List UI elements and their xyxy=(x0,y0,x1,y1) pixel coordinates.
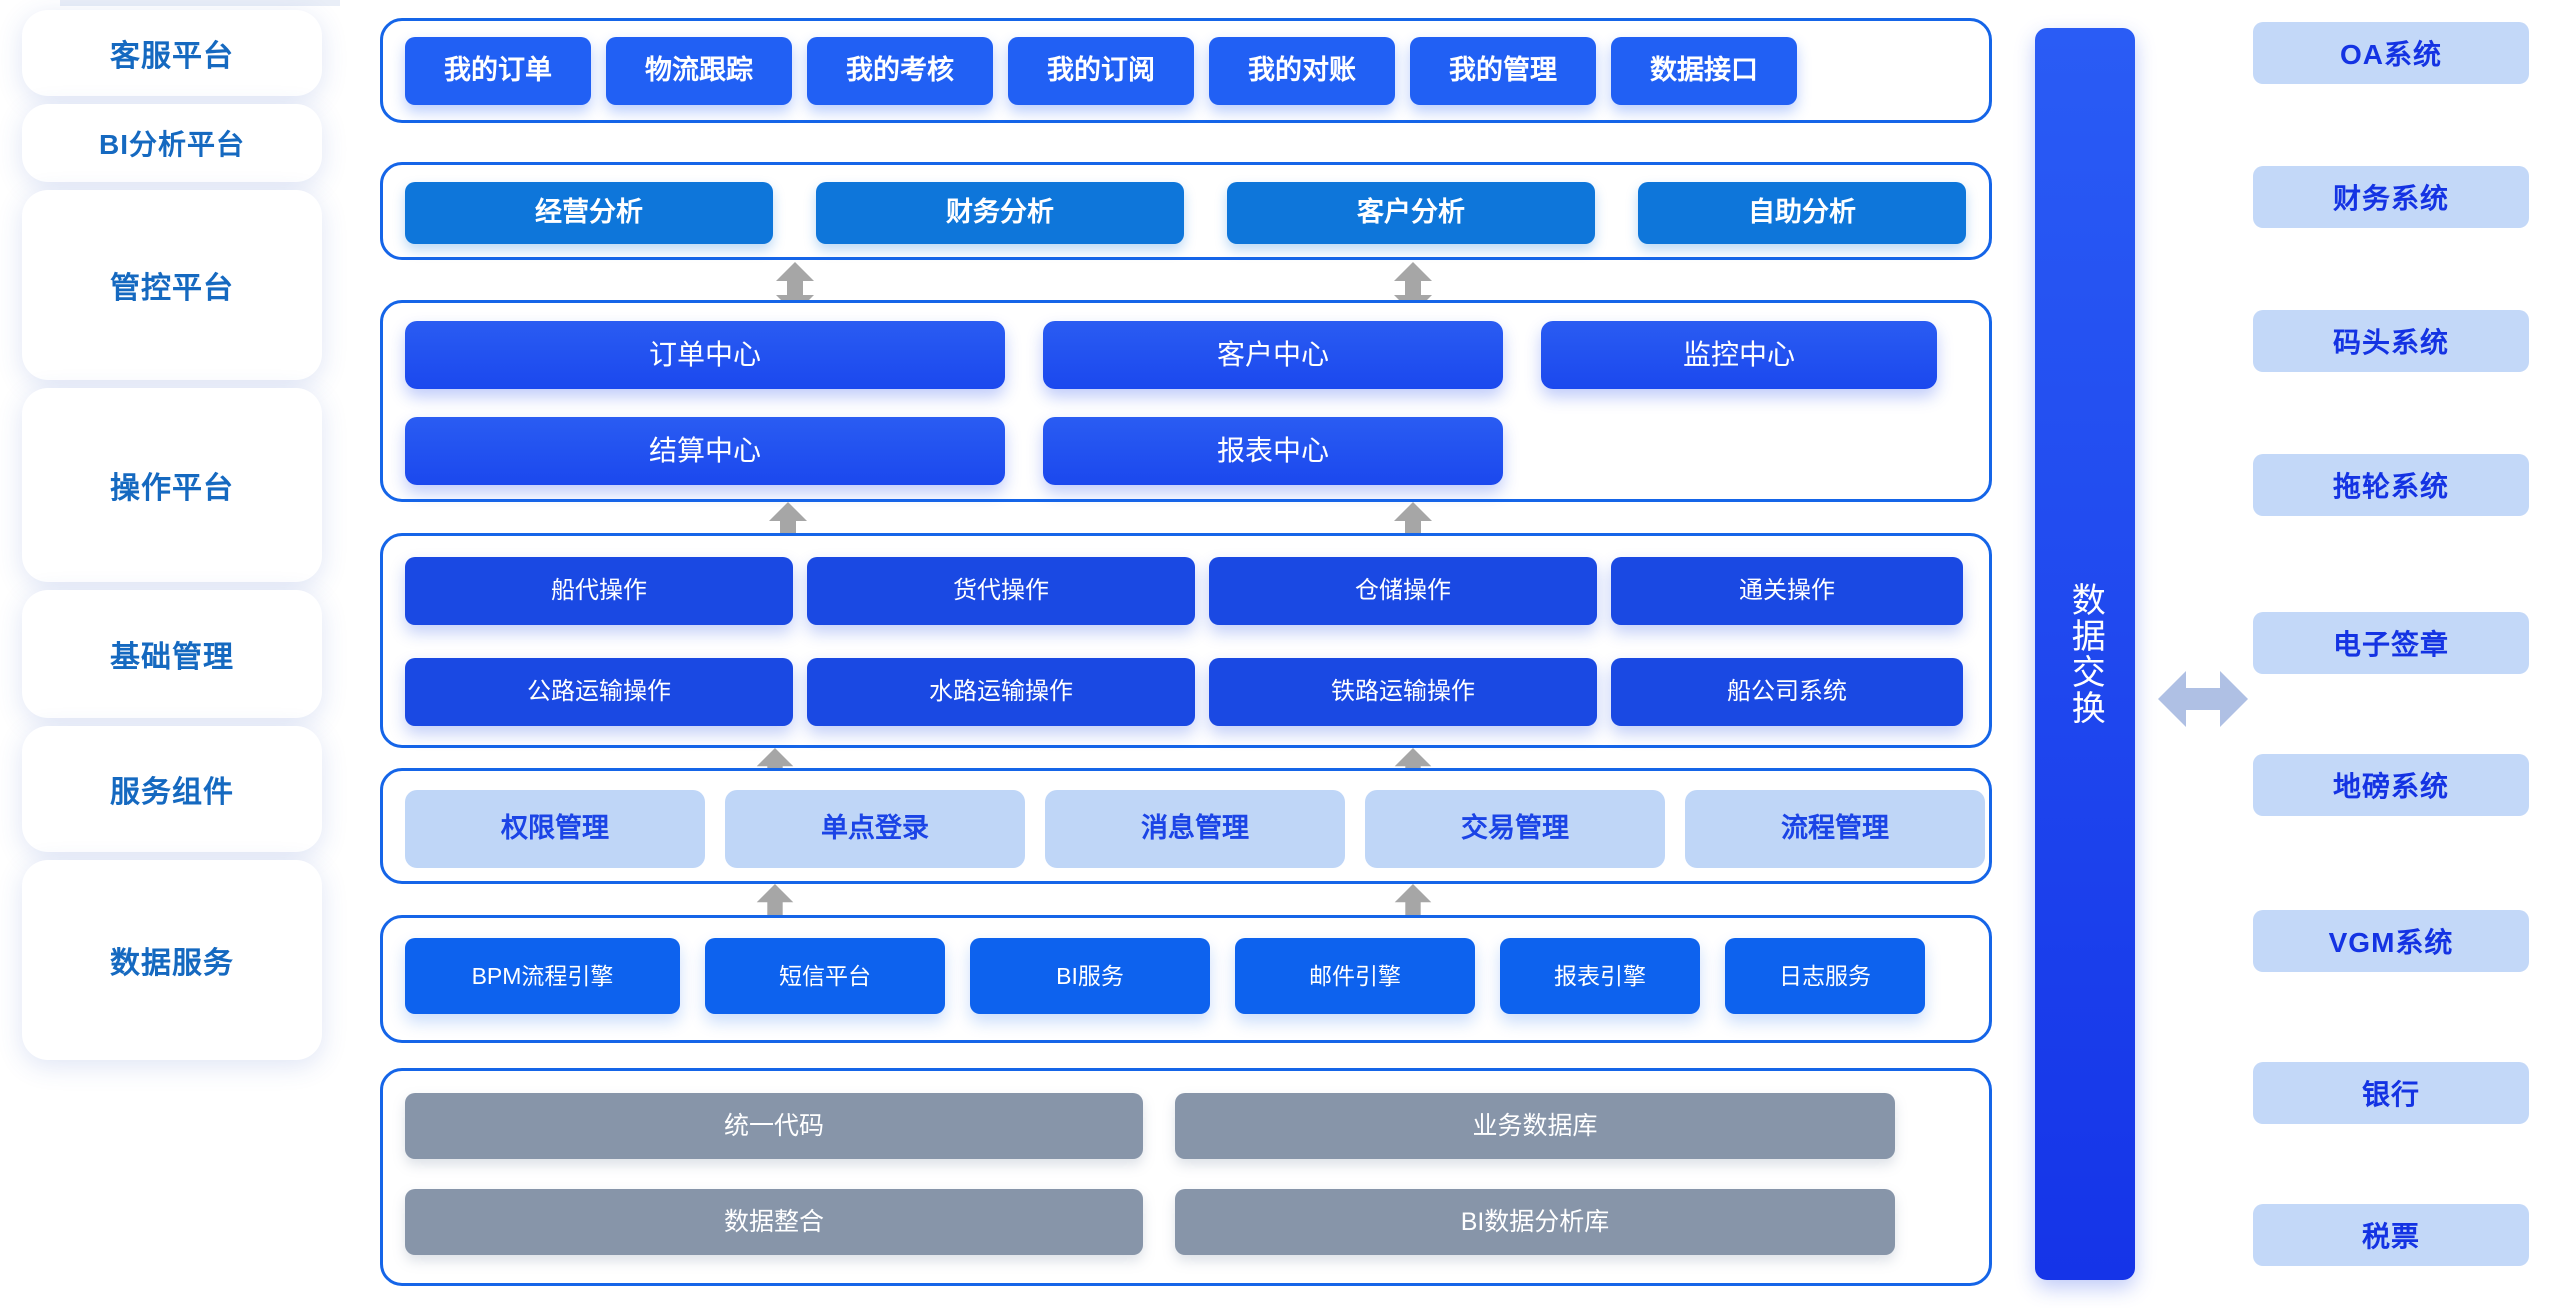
chip-report-center[interactable]: 报表中心 xyxy=(1043,417,1503,485)
chip-financial-analysis[interactable]: 财务分析 xyxy=(816,182,1184,244)
chip-bi-analysis-database[interactable]: BI数据分析库 xyxy=(1175,1189,1895,1255)
system-chip-bank[interactable]: 银行 xyxy=(2253,1062,2529,1124)
service-components-chip-row: BPM流程引擎 短信平台 BI服务 邮件引擎 报表引擎 日志服务 xyxy=(405,938,1925,1014)
layer-name-sidebar: 客服平台 BI分析平台 管控平台 操作平台 基础管理 服务组件 数据服务 xyxy=(22,0,352,1308)
chip-customer-center[interactable]: 客户中心 xyxy=(1043,321,1503,389)
sidebar-label: 管控平台 xyxy=(110,272,234,305)
chip-data-interface[interactable]: 数据接口 xyxy=(1611,37,1797,105)
chip-report-engine[interactable]: 报表引擎 xyxy=(1500,938,1700,1014)
bi-chip-row: 经营分析 财务分析 客户分析 自助分析 xyxy=(405,182,1966,244)
chip-business-database[interactable]: 业务数据库 xyxy=(1175,1093,1895,1159)
sidebar-item-customer-service[interactable]: 客服平台 xyxy=(22,10,322,96)
chip-my-assessment[interactable]: 我的考核 xyxy=(807,37,993,105)
panel-service-components: BPM流程引擎 短信平台 BI服务 邮件引擎 报表引擎 日志服务 xyxy=(380,915,1992,1043)
panel-customer-service: 我的订单 物流跟踪 我的考核 我的订阅 我的对账 我的管理 数据接口 xyxy=(380,18,1992,123)
system-chip-finance[interactable]: 财务系统 xyxy=(2253,166,2529,228)
data-services-chip-row-1: 统一代码 业务数据库 xyxy=(405,1093,1895,1159)
operation-chip-row-1: 船代操作 货代操作 仓储操作 通关操作 xyxy=(405,557,1963,625)
sidebar-label: 数据服务 xyxy=(110,947,234,980)
chip-message-management[interactable]: 消息管理 xyxy=(1045,790,1345,868)
sidebar-item-bi-platform[interactable]: BI分析平台 xyxy=(22,104,322,182)
chip-data-integration[interactable]: 数据整合 xyxy=(405,1189,1143,1255)
panel-control-platform: 订单中心 客户中心 监控中心 结算中心 报表中心 xyxy=(380,300,1992,502)
chip-permission-management[interactable]: 权限管理 xyxy=(405,790,705,868)
sidebar-label: 操作平台 xyxy=(110,472,234,505)
chip-customs-operation[interactable]: 通关操作 xyxy=(1611,557,1963,625)
chip-bpm-process-engine[interactable]: BPM流程引擎 xyxy=(405,938,680,1014)
system-chip-tax-invoice[interactable]: 税票 xyxy=(2253,1204,2529,1266)
sidebar-item-operation-platform[interactable]: 操作平台 xyxy=(22,388,322,582)
data-services-chip-row-2: 数据整合 BI数据分析库 xyxy=(405,1189,1895,1255)
sidebar-label: 基础管理 xyxy=(110,641,234,674)
operation-chip-row-2: 公路运输操作 水路运输操作 铁路运输操作 船公司系统 xyxy=(405,658,1963,726)
system-chip-oa[interactable]: OA系统 xyxy=(2253,22,2529,84)
system-chip-vgm[interactable]: VGM系统 xyxy=(2253,910,2529,972)
chip-my-management[interactable]: 我的管理 xyxy=(1410,37,1596,105)
chip-order-center[interactable]: 订单中心 xyxy=(405,321,1005,389)
data-exchange-bar[interactable]: 数据交换 xyxy=(2035,28,2135,1280)
chip-road-transport-operation[interactable]: 公路运输操作 xyxy=(405,658,793,726)
chip-sms-platform[interactable]: 短信平台 xyxy=(705,938,945,1014)
chip-my-subscription[interactable]: 我的订阅 xyxy=(1008,37,1194,105)
chip-warehouse-operation[interactable]: 仓储操作 xyxy=(1209,557,1597,625)
system-chip-e-signature[interactable]: 电子签章 xyxy=(2253,612,2529,674)
chip-settlement-center[interactable]: 结算中心 xyxy=(405,417,1005,485)
chip-unified-code[interactable]: 统一代码 xyxy=(405,1093,1143,1159)
sidebar-item-service-components[interactable]: 服务组件 xyxy=(22,726,322,852)
control-chip-row-2: 结算中心 报表中心 xyxy=(405,417,1503,485)
customer-service-chip-row: 我的订单 物流跟踪 我的考核 我的订阅 我的对账 我的管理 数据接口 xyxy=(405,37,1797,105)
control-chip-row-1: 订单中心 客户中心 监控中心 xyxy=(405,321,1937,389)
chip-mail-engine[interactable]: 邮件引擎 xyxy=(1235,938,1475,1014)
sidebar-item-control-platform[interactable]: 管控平台 xyxy=(22,190,322,380)
sidebar-label: 服务组件 xyxy=(110,776,234,809)
system-chip-terminal[interactable]: 码头系统 xyxy=(2253,310,2529,372)
base-management-chip-row: 权限管理 单点登录 消息管理 交易管理 流程管理 xyxy=(405,790,1985,868)
chip-shipping-company-system[interactable]: 船公司系统 xyxy=(1611,658,1963,726)
chip-logistics-tracking[interactable]: 物流跟踪 xyxy=(606,37,792,105)
data-exchange-double-arrow-icon xyxy=(2158,660,2248,738)
sidebar-label: BI分析平台 xyxy=(98,129,245,160)
chip-waterway-transport-operation[interactable]: 水路运输操作 xyxy=(807,658,1195,726)
chip-my-reconciliation[interactable]: 我的对账 xyxy=(1209,37,1395,105)
chip-bi-service[interactable]: BI服务 xyxy=(970,938,1210,1014)
chip-shipping-agency-operation[interactable]: 船代操作 xyxy=(405,557,793,625)
chip-customer-analysis[interactable]: 客户分析 xyxy=(1227,182,1595,244)
panel-base-management: 权限管理 单点登录 消息管理 交易管理 流程管理 xyxy=(380,768,1992,884)
sidebar-label: 客服平台 xyxy=(110,40,234,73)
panel-bi-platform: 经营分析 财务分析 客户分析 自助分析 xyxy=(380,162,1992,260)
chip-process-management[interactable]: 流程管理 xyxy=(1685,790,1985,868)
chip-my-order[interactable]: 我的订单 xyxy=(405,37,591,105)
sidebar-item-data-services[interactable]: 数据服务 xyxy=(22,860,322,1060)
chip-freight-forwarding-operation[interactable]: 货代操作 xyxy=(807,557,1195,625)
sidebar-item-base-management[interactable]: 基础管理 xyxy=(22,590,322,718)
chip-log-service[interactable]: 日志服务 xyxy=(1725,938,1925,1014)
chip-railway-transport-operation[interactable]: 铁路运输操作 xyxy=(1209,658,1597,726)
panel-data-services: 统一代码 业务数据库 数据整合 BI数据分析库 xyxy=(380,1068,1992,1286)
chip-transaction-management[interactable]: 交易管理 xyxy=(1365,790,1665,868)
data-exchange-label: 数据交换 xyxy=(2066,582,2105,726)
chip-monitoring-center[interactable]: 监控中心 xyxy=(1541,321,1937,389)
top-decorative-strip xyxy=(60,0,340,6)
panel-operation-platform: 船代操作 货代操作 仓储操作 通关操作 公路运输操作 水路运输操作 铁路运输操作… xyxy=(380,533,1992,748)
chip-business-analysis[interactable]: 经营分析 xyxy=(405,182,773,244)
system-chip-weighbridge[interactable]: 地磅系统 xyxy=(2253,754,2529,816)
system-chip-tugboat[interactable]: 拖轮系统 xyxy=(2253,454,2529,516)
chip-self-service-analysis[interactable]: 自助分析 xyxy=(1638,182,1966,244)
chip-single-sign-on[interactable]: 单点登录 xyxy=(725,790,1025,868)
